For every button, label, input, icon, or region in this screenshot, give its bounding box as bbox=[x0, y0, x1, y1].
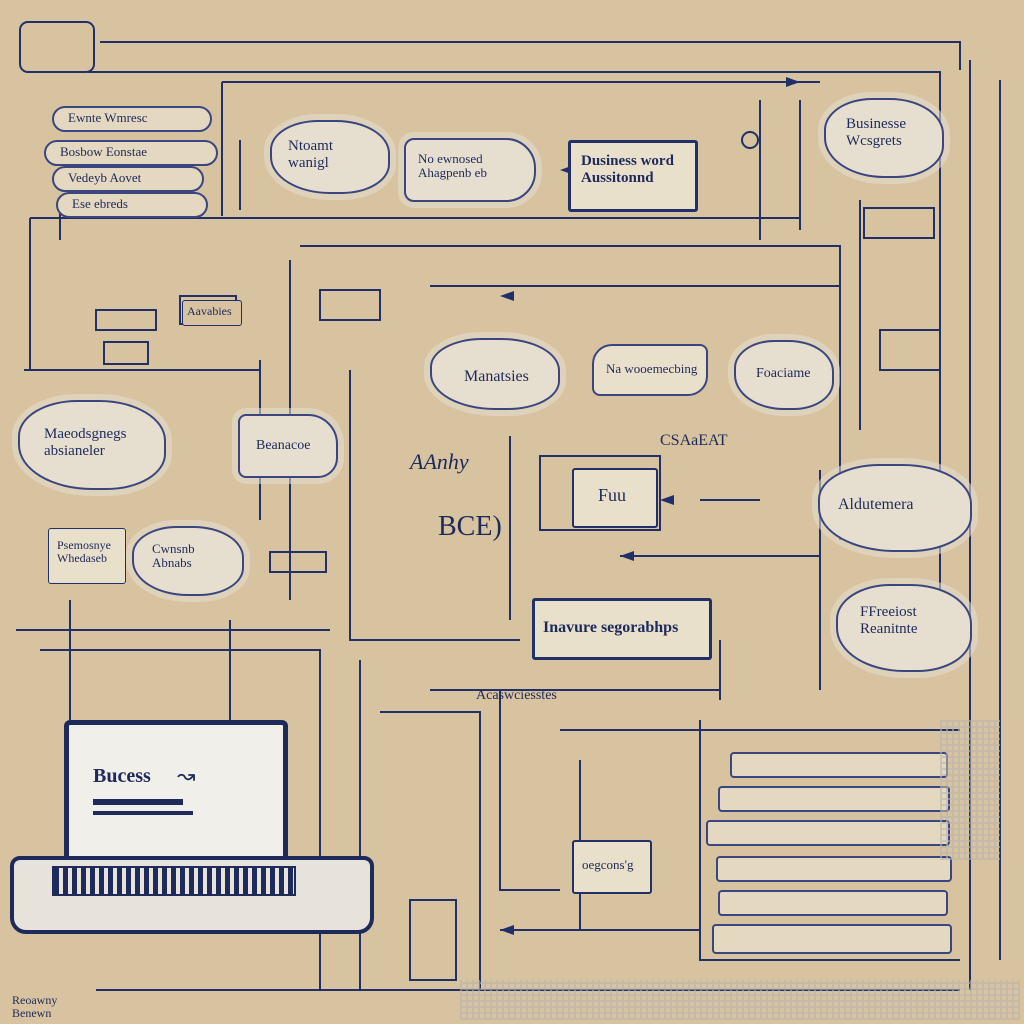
right-line-2 bbox=[718, 786, 950, 812]
screen-bar-2 bbox=[93, 811, 193, 815]
list-pill-3: Vedeyb Aovet bbox=[52, 166, 204, 192]
list-pill-1: Ewnte Wmresc bbox=[52, 106, 212, 132]
right-lower-cloud: FFreeiost Reanitnte bbox=[836, 584, 972, 672]
right-lower-cloud-label: FFreeiost Reanitnte bbox=[860, 604, 918, 637]
left-lower-card-2-label: Cwnsnb Abnabs bbox=[152, 541, 195, 571]
bottom-left-note: Reoawny Benewn bbox=[12, 993, 58, 1021]
right-line-1 bbox=[730, 752, 948, 778]
laptop-keyboard bbox=[52, 866, 296, 896]
laptop-screen-title: Bucess bbox=[93, 765, 151, 787]
top-center-left-node: Ntoamt wanigl bbox=[270, 120, 390, 194]
title-box-label: Dusiness word Aussitonnd bbox=[581, 153, 674, 186]
center-small-label: Beanacoe bbox=[256, 438, 311, 453]
title-box: Dusiness word Aussitonnd bbox=[568, 140, 698, 212]
caption-mid: Acaswciesstes bbox=[476, 688, 557, 703]
top-right-cloud-label: Businesse Wcsgrets bbox=[846, 116, 906, 149]
mid-banner: Na wooemecbing bbox=[592, 344, 708, 396]
list-pill-1-label: Ewnte Wmresc bbox=[68, 110, 148, 125]
small-box-label: oegcons'g bbox=[582, 857, 634, 872]
fuu-box: Fuu bbox=[572, 468, 658, 528]
noise-patch-1 bbox=[940, 720, 1000, 860]
left-lower-card-2: Cwnsnb Abnabs bbox=[132, 526, 244, 596]
right-cloud-label: Aldutemera bbox=[838, 496, 914, 513]
noise-patch-2 bbox=[460, 980, 1020, 1020]
list-pill-2: Bosbow Eonstae bbox=[44, 140, 218, 166]
analyses-cloud-label: Manatsies bbox=[464, 368, 529, 385]
handwritten-note-3: CSAaEAT bbox=[660, 432, 728, 449]
right-line-4 bbox=[716, 856, 952, 882]
handwritten-note-2: AAnhy bbox=[410, 449, 469, 474]
right-line-5 bbox=[718, 890, 948, 916]
top-center-label: No ewnosed Ahagpenb eb bbox=[418, 151, 487, 181]
small-box-node: oegcons'g bbox=[572, 840, 652, 894]
left-cloud-label: Maeodsgnegs absianeler bbox=[44, 426, 127, 459]
list-pill-2-label: Bosbow Eonstae bbox=[60, 144, 148, 159]
top-right-cloud: Businesse Wcsgrets bbox=[824, 98, 944, 178]
list-pill-4: Ese ebreds bbox=[56, 192, 208, 218]
laptop-screen: Bucess ↝ bbox=[64, 720, 288, 870]
analyses-cloud: Manatsies bbox=[430, 338, 560, 410]
handwritten-note-1: BCE) bbox=[438, 511, 502, 542]
list-pill-3-label: Vedeyb Aovet bbox=[68, 170, 142, 185]
left-cloud: Maeodsgnegs absianeler bbox=[18, 400, 166, 490]
top-center-node: No ewnosed Ahagpenb eb bbox=[404, 138, 536, 202]
list-pill-4-label: Ese ebreds bbox=[72, 196, 128, 211]
fuu-box-label: Fuu bbox=[598, 485, 627, 505]
screen-bar-1 bbox=[93, 799, 183, 805]
mid-right-cloud-label: Foaciame bbox=[756, 366, 811, 381]
left-lower-card-1-label: Psemosnye Whedaseb bbox=[57, 538, 111, 566]
left-mid-node: Aavabies bbox=[182, 300, 242, 326]
left-lower-card-1: Psemosnye Whedaseb bbox=[48, 528, 126, 584]
bottom-banner-label: Inavure segorabhps bbox=[543, 619, 679, 636]
top-center-left-label: Ntoamt wanigl bbox=[288, 138, 333, 171]
center-small-node: Beanacoe bbox=[238, 414, 338, 478]
right-line-6 bbox=[712, 924, 952, 954]
right-line-3 bbox=[706, 820, 950, 846]
chart-icon: ↝ bbox=[177, 763, 196, 788]
mid-banner-label: Na wooemecbing bbox=[606, 361, 698, 376]
bottom-banner-box: Inavure segorabhps bbox=[532, 598, 712, 660]
left-mid-label: Aavabies bbox=[187, 304, 232, 318]
mid-right-cloud: Foaciame bbox=[734, 340, 834, 410]
right-cloud: Aldutemera bbox=[818, 464, 972, 552]
